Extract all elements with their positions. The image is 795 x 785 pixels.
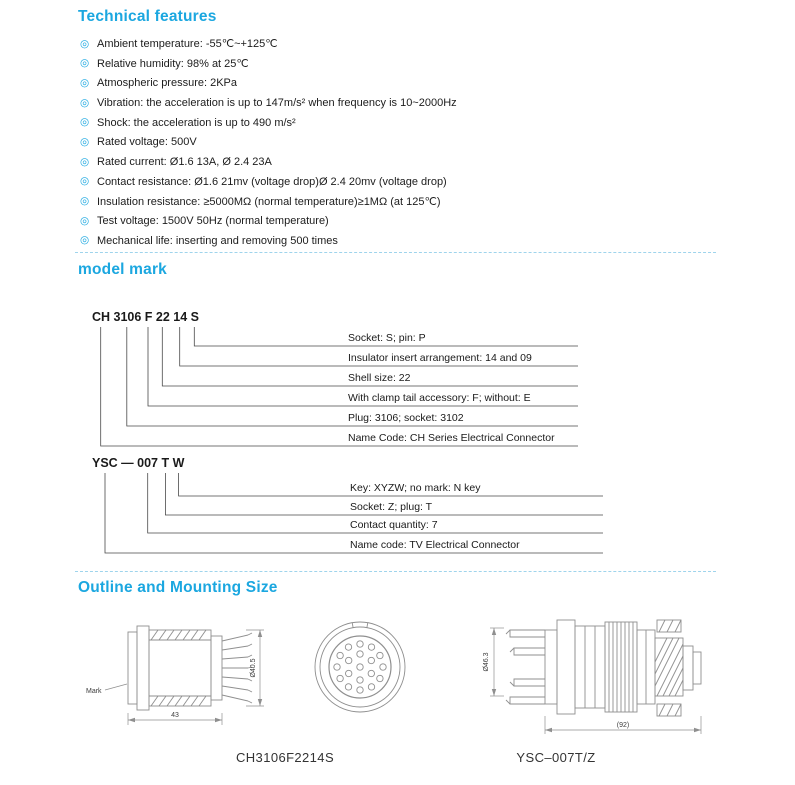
feature-item: ◎ Mechanical life: inserting and removing… — [80, 231, 457, 251]
ch-label-4: Plug: 3106; socket: 3102 — [348, 412, 464, 424]
feature-text: Atmospheric pressure: 2KPa — [97, 77, 238, 90]
bullet-icon: ◎ — [80, 175, 90, 188]
ch-label-5: Name Code: CH Series Electrical Connecto… — [348, 432, 555, 444]
feature-text: Rated voltage: 500V — [97, 136, 197, 149]
left-width-dim: 43 — [171, 712, 179, 719]
ysc-breakdown-lines — [104, 473, 603, 554]
technical-features-list: ◎ Ambient temperature: -55℃~+125℃ ◎ Relati… — [80, 34, 457, 251]
ysc-label-2: Contact quantity: 7 — [350, 519, 438, 531]
ch-drawing-caption: CH3106F2214S — [235, 750, 335, 765]
ysc-label-1: Socket: Z; plug: T — [350, 501, 433, 513]
feature-text: Vibration: the acceleration is up to 147… — [97, 96, 457, 109]
bullet-icon: ◎ — [80, 195, 90, 208]
bullet-icon: ◎ — [80, 76, 90, 89]
ch-label-1: Insulator insert arrangement: 14 and 09 — [348, 352, 532, 364]
bullet-icon: ◎ — [80, 136, 90, 149]
model-mark-title: model mark — [78, 261, 168, 278]
feature-text: Mechanical life: inserting and removing … — [97, 234, 338, 247]
ch-connector-side-drawing — [127, 625, 253, 711]
feature-text: Contact resistance: Ø1.6 21mv (voltage d… — [97, 175, 447, 188]
technical-features-title: Technical features — [78, 8, 217, 25]
feature-text: Ambient temperature: -55℃~+125℃ — [97, 38, 278, 51]
dimension-arrowheads — [128, 628, 701, 733]
bullet-icon: ◎ — [80, 96, 90, 109]
bullet-icon: ◎ — [80, 57, 90, 70]
feature-item: ◎ Test voltage: 1500V 50Hz (normal temper… — [80, 211, 457, 231]
feature-item: ◎ Vibration: the acceleration is up to 14… — [80, 93, 457, 113]
section-divider — [75, 252, 716, 253]
right-diameter-dim: Ø46.3 — [483, 652, 490, 671]
ch-breakdown-lines — [100, 327, 578, 447]
feature-item: ◎ Atmospheric pressure: 2KPa — [80, 73, 457, 93]
feature-text: Test voltage: 1500V 50Hz (normal tempera… — [97, 215, 329, 228]
ch-code: CH 3106 F 22 14 S — [92, 310, 199, 324]
bullet-icon: ◎ — [80, 37, 90, 50]
feature-item: ◎ Insulation resistance: ≥5000MΩ (normal … — [80, 192, 457, 212]
ch-label-2: Shell size: 22 — [348, 372, 411, 384]
feature-item: ◎ Relative humidity: 98% at 25℃ — [80, 54, 457, 74]
feature-item: ◎ Rated current: Ø1.6 13A, Ø 2.4 23A — [80, 152, 457, 172]
bullet-icon: ◎ — [80, 155, 90, 168]
feature-text: Shock: the acceleration is up to 490 m/s… — [97, 116, 296, 129]
ysc-label-3: Name code: TV Electrical Connector — [350, 539, 520, 551]
bullet-icon: ◎ — [80, 116, 90, 129]
feature-text: Relative humidity: 98% at 25℃ — [97, 58, 249, 71]
feature-text: Rated current: Ø1.6 13A, Ø 2.4 23A — [97, 155, 272, 168]
section-divider — [75, 571, 716, 572]
ch-connector-face-drawing — [314, 621, 406, 713]
ysc-drawing-caption: YSC–007T/Z — [516, 750, 596, 765]
ysc-label-0: Key: XYZW; no mark: N key — [350, 482, 481, 494]
bullet-icon: ◎ — [80, 234, 90, 247]
left-diameter-dim: Ø40.5 — [250, 658, 257, 677]
feature-item: ◎ Ambient temperature: -55℃~+125℃ — [80, 34, 457, 54]
feature-item: ◎ Contact resistance: Ø1.6 21mv (voltage … — [80, 172, 457, 192]
feature-item: ◎ Shock: the acceleration is up to 490 m/… — [80, 113, 457, 133]
ch-label-0: Socket: S; pin: P — [348, 332, 426, 344]
mark-annotation: Mark — [86, 688, 102, 695]
feature-item: ◎ Rated voltage: 500V — [80, 132, 457, 152]
bullet-icon: ◎ — [80, 214, 90, 227]
dimension-lines — [104, 627, 702, 734]
ysc-code: YSC — 007 T W — [92, 456, 185, 470]
feature-text: Insulation resistance: ≥5000MΩ (normal t… — [97, 195, 441, 208]
outline-title: Outline and Mounting Size — [78, 579, 278, 596]
ysc-connector-side-drawing — [505, 619, 702, 717]
right-length-dim: (92) — [617, 722, 629, 729]
ch-label-3: With clamp tail accessory: F; without: E — [348, 392, 531, 404]
